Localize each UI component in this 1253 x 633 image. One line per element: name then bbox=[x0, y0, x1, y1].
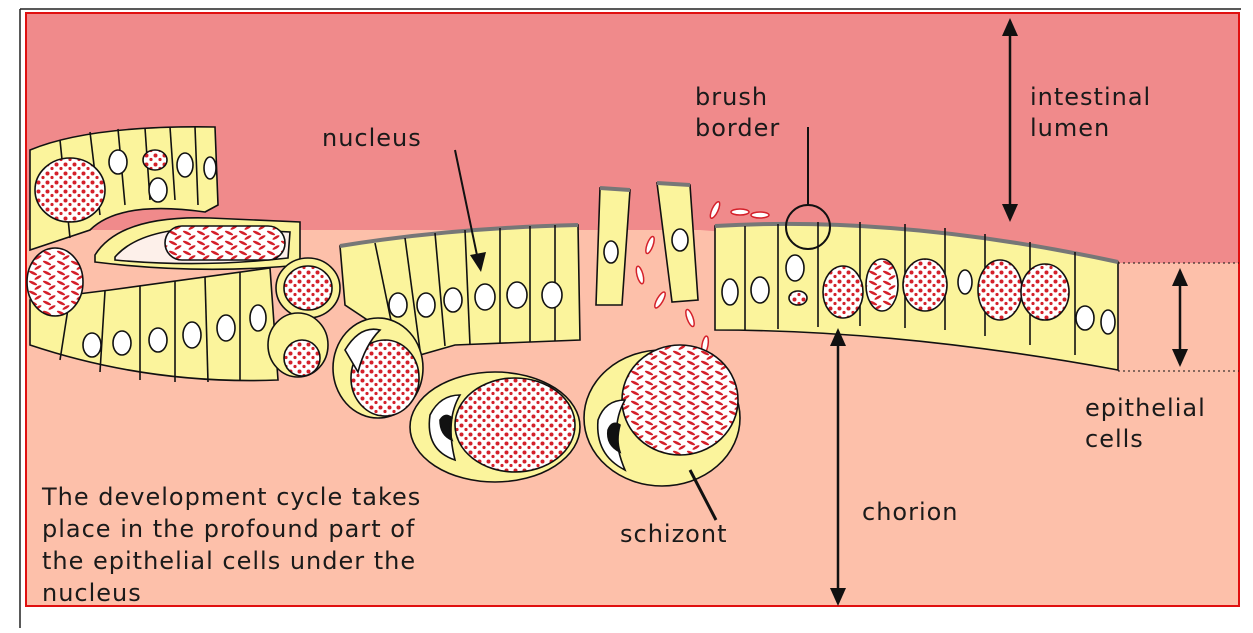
description-line-4: nucleus bbox=[42, 577, 421, 609]
label-epithelial-cells-line1: epithelial bbox=[1085, 393, 1206, 424]
label-intestinal-lumen-line1: intestinal bbox=[1030, 82, 1151, 113]
label-intestinal-lumen-line2: lumen bbox=[1030, 113, 1151, 144]
label-nucleus: nucleus bbox=[322, 123, 422, 154]
description-text: The development cycle takes place in the… bbox=[42, 481, 421, 609]
description-line-1: The development cycle takes bbox=[42, 481, 421, 513]
label-brush-border-line2: border bbox=[695, 113, 780, 144]
label-epithelial-cells: epithelial cells bbox=[1085, 393, 1206, 455]
description-line-3: the epithelial cells under the bbox=[42, 545, 421, 577]
label-epithelial-cells-line2: cells bbox=[1085, 424, 1206, 455]
label-intestinal-lumen: intestinal lumen bbox=[1030, 82, 1151, 144]
label-chorion: chorion bbox=[862, 497, 959, 528]
label-schizont: schizont bbox=[620, 519, 727, 550]
label-brush-border: brush border bbox=[695, 82, 780, 144]
description-line-2: place in the profound part of bbox=[42, 513, 421, 545]
label-brush-border-line1: brush bbox=[695, 82, 780, 113]
